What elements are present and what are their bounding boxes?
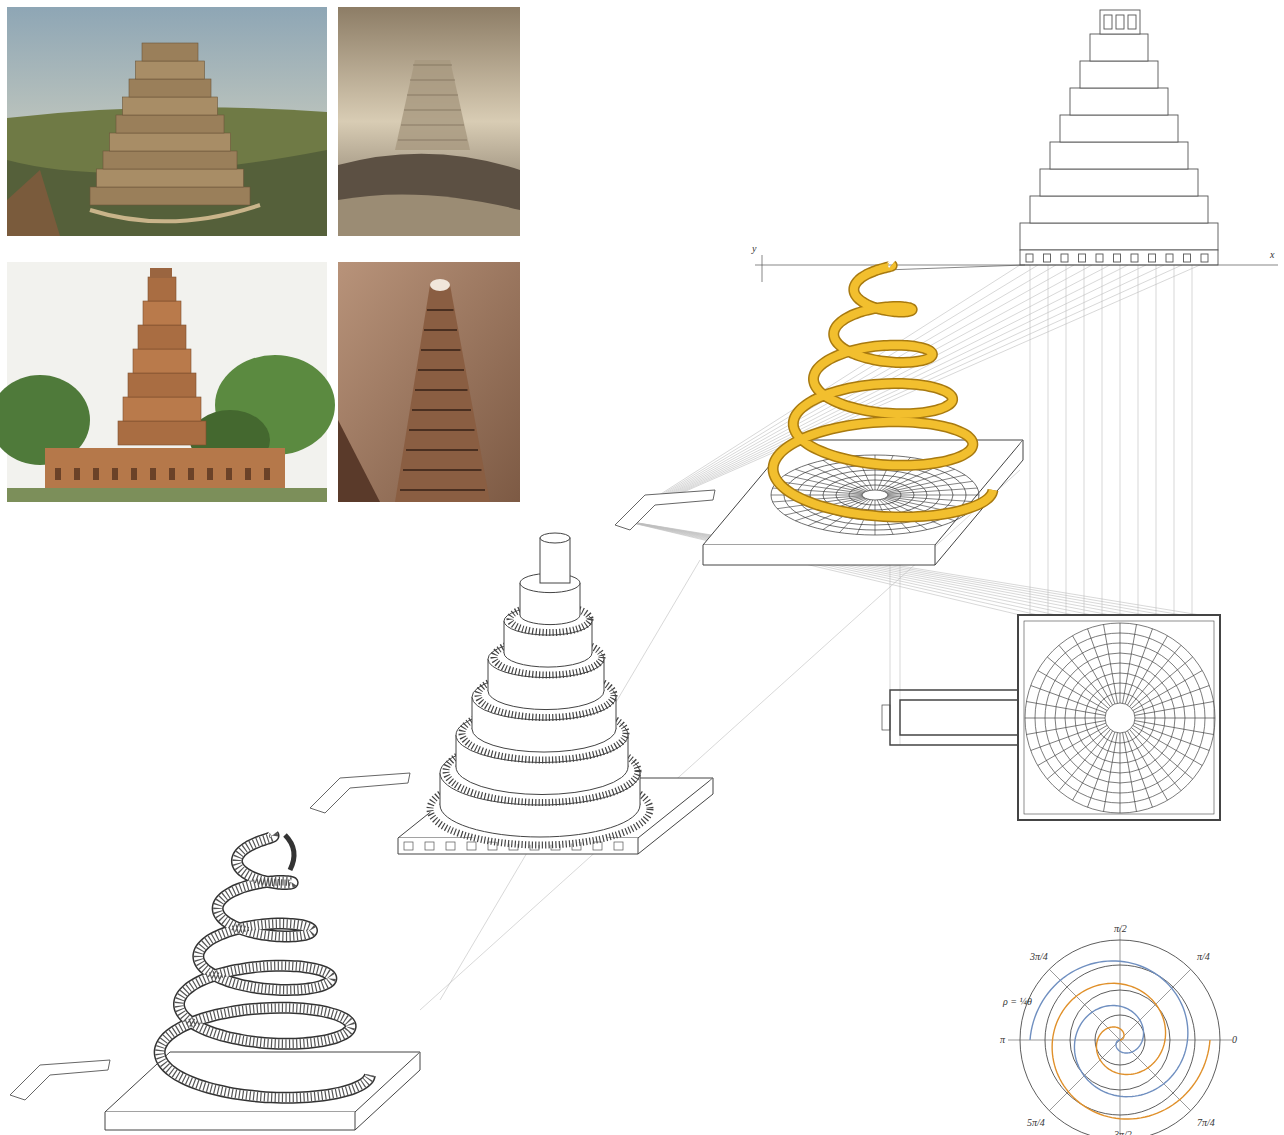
- minaret-photo: [0, 262, 335, 502]
- angle-label: 5π/4: [1027, 1118, 1045, 1128]
- aerial-photo: [338, 262, 520, 502]
- elevation-view: [755, 10, 1278, 282]
- axis-label: y: [752, 244, 756, 254]
- angle-label: 3π/2: [1114, 1130, 1132, 1135]
- stepped-drum-model: [310, 533, 713, 854]
- angle-label: π/2: [1114, 924, 1127, 934]
- helix-construction-model: [615, 265, 1023, 565]
- equation-label: ρ = ¼θ: [1003, 997, 1032, 1007]
- engraving-photo: [338, 7, 520, 236]
- angle-label: π: [1000, 1035, 1005, 1045]
- plan-view: [882, 615, 1220, 820]
- angle-label: 7π/4: [1197, 1118, 1215, 1128]
- axis-label: x: [1270, 250, 1274, 260]
- polar-spiral-plot: [1008, 928, 1232, 1135]
- painting-photo: [7, 7, 327, 236]
- angle-label: 0: [1232, 1035, 1237, 1045]
- angle-label: π/4: [1197, 952, 1210, 962]
- construction-lines: [420, 265, 1200, 1010]
- spiral-ramp-model: [10, 835, 420, 1130]
- angle-label: 3π/4: [1030, 952, 1048, 962]
